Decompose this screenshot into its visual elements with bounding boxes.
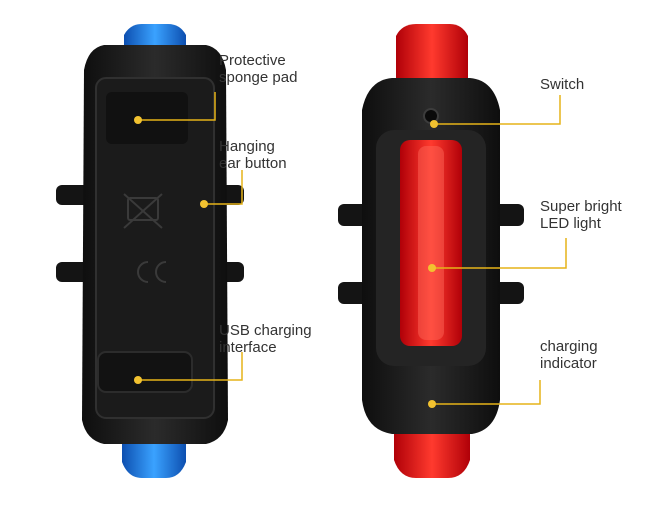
- right-light-front-view: [338, 24, 524, 478]
- left-light-back-view: [56, 24, 244, 478]
- label-usb-charging-interface: USB charging interface: [219, 322, 312, 356]
- label-protective-sponge-pad: Protective sponge pad: [219, 52, 298, 86]
- label-super-bright-led: Super bright LED light: [540, 198, 622, 232]
- back-panel: [95, 77, 215, 419]
- label-switch: Switch: [540, 76, 585, 93]
- label-hanging-ear-button: Hanging ear button: [219, 138, 287, 172]
- usb-port-cover: [97, 351, 193, 393]
- sponge-pad: [106, 92, 188, 144]
- callout-dots: [134, 116, 438, 408]
- red-lens-top: [396, 24, 468, 88]
- label-charging-indicator: charging indicator: [540, 338, 598, 372]
- led-strip: [400, 140, 462, 346]
- certification-marks: [123, 193, 167, 283]
- callout-lines: [138, 92, 567, 405]
